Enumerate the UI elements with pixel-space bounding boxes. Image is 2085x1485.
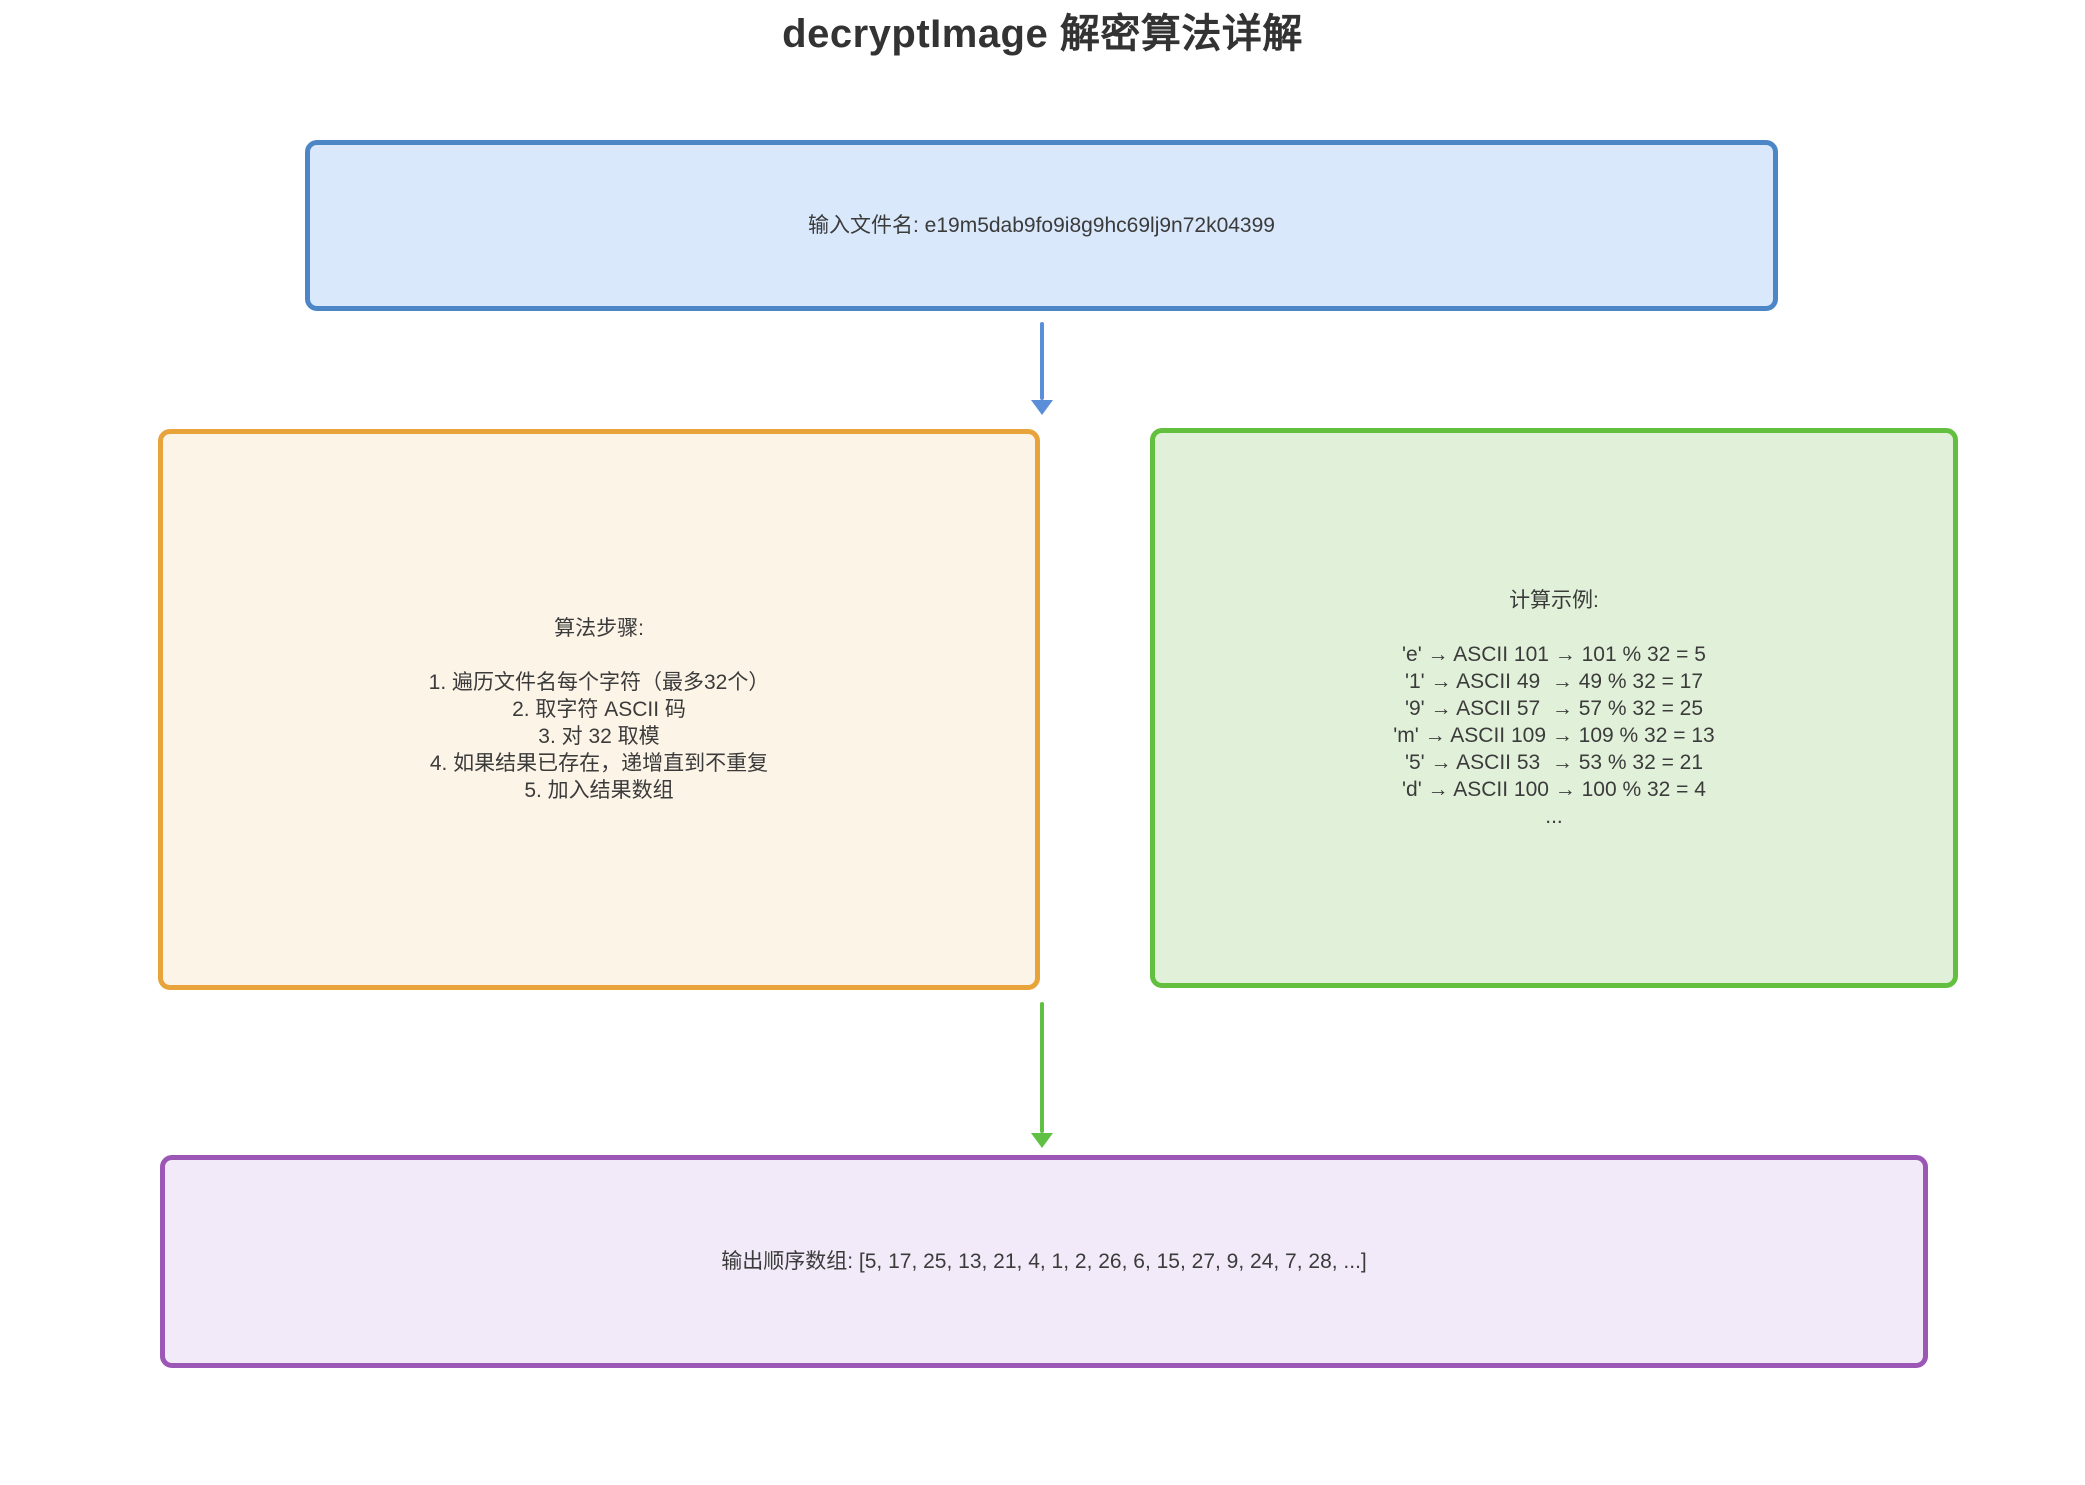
arrow-shaft — [1040, 1002, 1044, 1133]
arrow-down-blue — [1031, 322, 1053, 415]
text-line: ... — [1545, 804, 1563, 828]
input-filename-text: 输入文件名: e19m5dab9fo9i8g9hc69lj9n72k04399 — [808, 214, 1275, 237]
text-line: 5. 加入结果数组 — [524, 779, 674, 802]
arrow-shaft — [1040, 322, 1044, 400]
text-line: 1. 遍历文件名每个字符（最多32个） — [428, 671, 770, 694]
text-line: 2. 取字符 ASCII 码 — [512, 698, 686, 721]
text-line — [429, 642, 770, 669]
text-line: '1' → ASCII 49 → 49 % 32 = 17 — [1404, 669, 1704, 693]
calculation-example-text: 计算示例: 'e' → ASCII 101 → 101 % 32 = 5 '1' →… — [1393, 587, 1714, 830]
text-line: '9' → ASCII 57 → 57 % 32 = 25 — [1404, 696, 1704, 720]
text-line: 3. 对 32 取模 — [538, 725, 660, 748]
output-array-text: 输出顺序数组: [5, 17, 25, 13, 21, 4, 1, 2, 26,… — [721, 1250, 1367, 1273]
text-line: '5' → ASCII 53 → 53 % 32 = 21 — [1404, 750, 1704, 774]
text-line — [1393, 614, 1714, 641]
text-line: 'e' → ASCII 101 → 101 % 32 = 5 — [1402, 642, 1706, 666]
output-array-box: 输出顺序数组: [5, 17, 25, 13, 21, 4, 1, 2, 26,… — [160, 1155, 1928, 1368]
text-line: 算法步骤: — [554, 617, 644, 640]
arrow-head-icon — [1031, 400, 1053, 415]
algorithm-steps-text: 算法步骤: 1. 遍历文件名每个字符（最多32个） 2. 取字符 ASCII 码 3.… — [429, 615, 770, 804]
arrow-head-icon — [1031, 1133, 1053, 1148]
arrow-down-green — [1031, 1002, 1053, 1148]
text-line: 'd' → ASCII 100 → 100 % 32 = 4 — [1402, 777, 1706, 801]
text-line: 计算示例: — [1509, 588, 1599, 612]
algorithm-steps-box: 算法步骤: 1. 遍历文件名每个字符（最多32个） 2. 取字符 ASCII 码 3.… — [158, 429, 1040, 990]
calculation-example-box: 计算示例: 'e' → ASCII 101 → 101 % 32 = 5 '1' →… — [1150, 428, 1958, 988]
text-line: 'm' → ASCII 109 → 109 % 32 = 13 — [1393, 723, 1715, 747]
input-filename-box: 输入文件名: e19m5dab9fo9i8g9hc69lj9n72k04399 — [305, 140, 1778, 311]
page-title: decryptImage 解密算法详解 — [782, 12, 1303, 56]
text-line: 4. 如果结果已存在，递增直到不重复 — [429, 752, 769, 775]
